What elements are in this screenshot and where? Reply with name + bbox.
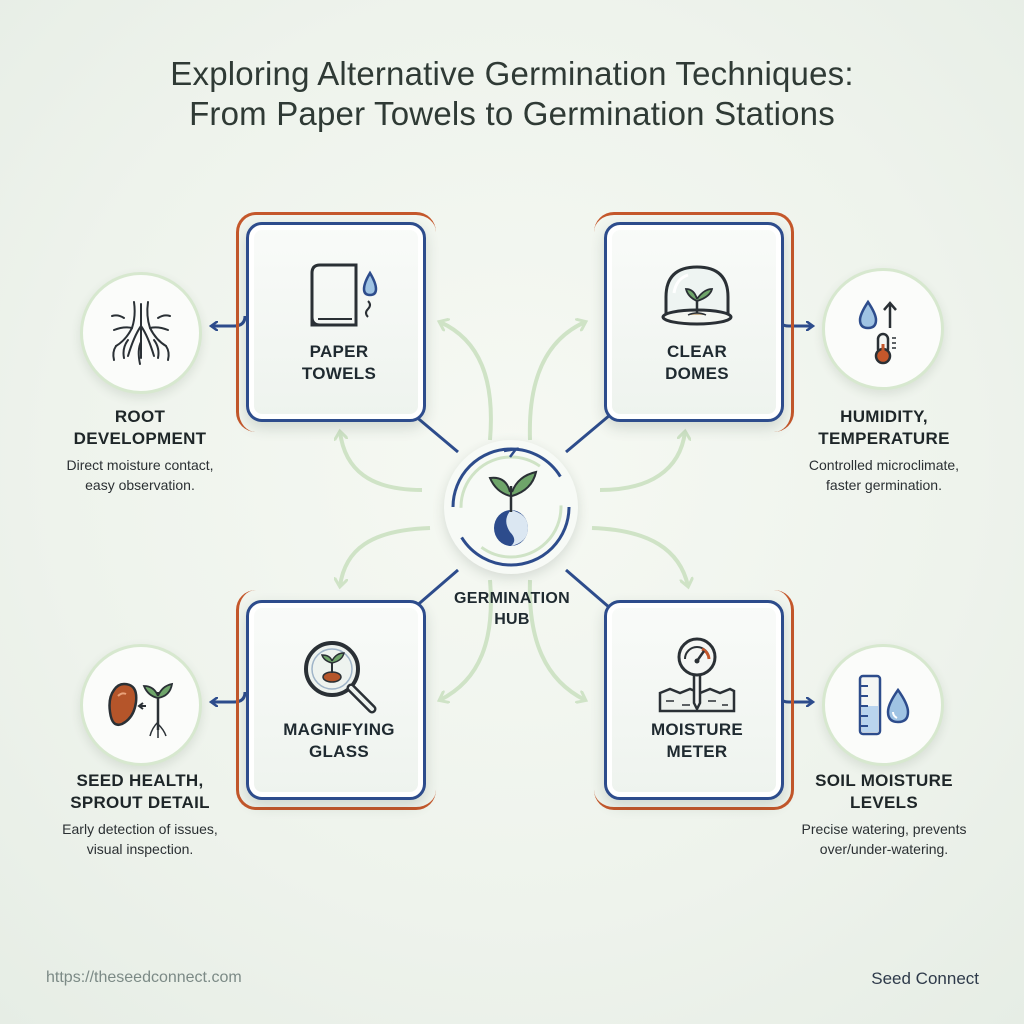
card-label-line: METER [666, 742, 728, 761]
flow-arrow [440, 322, 493, 441]
card-label-line: MOISTURE [650, 720, 744, 739]
outcome-circle-soil-moisture [822, 644, 944, 766]
outcome-circle-root-development [80, 272, 202, 394]
flow-arrow [527, 322, 585, 441]
outcome-desc-line: Controlled microclimate, [808, 457, 960, 473]
moisture-meter-icon [658, 637, 736, 713]
outcome-title-line: HUMIDITY, [840, 407, 928, 426]
outcome-title-root-development: ROOT DEVELOPMENT [40, 406, 240, 450]
card-body: PAPER TOWELS [246, 222, 426, 422]
outcome-title-line: SOIL MOISTURE [815, 771, 953, 790]
paper-towel-roll-icon [310, 263, 378, 327]
humidity-thermometer-icon [858, 299, 897, 365]
title-line-1: Exploring Alternative Germination Techni… [170, 55, 854, 92]
outcome-desc-root-development: Direct moisture contact, easy observatio… [30, 455, 250, 495]
flow-arrow [591, 526, 688, 586]
germination-hub [444, 440, 578, 574]
card-body: MOISTURE METER [604, 600, 784, 800]
outcome-title-line: SEED HEALTH, [76, 771, 204, 790]
outcome-title-humidity-temperature: HUMIDITY, TEMPERATURE [784, 406, 984, 450]
outcome-title-line: ROOT [114, 407, 166, 426]
roots-icon [111, 301, 171, 365]
card-label: MOISTURE METER [607, 719, 787, 763]
outcome-desc-humidity-temperature: Controlled microclimate, faster germinat… [774, 455, 994, 495]
flow-arrow [440, 579, 493, 700]
footer-url[interactable]: https://theseedconnect.com [46, 969, 242, 986]
card-accent [594, 212, 794, 432]
outcome-desc-line: Early detection of issues, [62, 821, 218, 837]
water-level-icon [858, 674, 910, 736]
outcome-title-line: LEVELS [850, 793, 918, 812]
outcome-desc-line: Precise watering, prevents [801, 821, 967, 837]
hub-label-line: HUB [494, 611, 530, 628]
card-label-line: PAPER [309, 342, 369, 361]
card-accent [594, 590, 794, 810]
outcome-desc-line: faster germination. [826, 477, 942, 493]
card-label-line: GLASS [308, 742, 370, 761]
seedling-icon [451, 447, 571, 567]
card-body: MAGNIFYING GLASS [246, 600, 426, 800]
outcome-circle-seed-health [80, 644, 202, 766]
outcome-circle-humidity-temperature [822, 268, 944, 390]
flow-arrow [527, 579, 585, 700]
card-body: CLEAR DOMES [604, 222, 784, 422]
outcome-title-line: DEVELOPMENT [73, 429, 207, 448]
card-label: CLEAR DOMES [607, 341, 787, 385]
card-moisture-meter: MOISTURE METER [594, 590, 794, 810]
outcome-title-line: TEMPERATURE [818, 429, 950, 448]
card-paper-towels: PAPER TOWELS [236, 212, 436, 432]
card-label: PAPER TOWELS [249, 341, 429, 385]
outcome-title-soil-moisture: SOIL MOISTURE LEVELS [784, 770, 984, 814]
flow-arrow [340, 432, 423, 492]
seed-sprout-icon [108, 682, 174, 738]
magnifying-glass-icon [304, 641, 377, 714]
outcome-desc-seed-health: Early detection of issues, visual inspec… [30, 819, 250, 859]
hub-label: GERMINATION HUB [430, 588, 594, 630]
outcome-desc-soil-moisture: Precise watering, prevents over/under-wa… [774, 819, 994, 859]
outcome-desc-line: easy observation. [85, 477, 195, 493]
card-label-line: CLEAR [666, 342, 728, 361]
flow-arrow [340, 526, 431, 586]
glass-dome-icon [661, 265, 733, 326]
outcome-desc-line: visual inspection. [86, 841, 194, 857]
hub-label-line: GERMINATION [454, 590, 570, 607]
outcome-title-seed-health: SEED HEALTH, SPROUT DETAIL [40, 770, 240, 814]
title-line-2: From Paper Towels to Germination Station… [189, 95, 835, 132]
card-label-line: TOWELS [301, 364, 377, 383]
card-accent [236, 590, 436, 810]
card-label-line: DOMES [665, 364, 729, 383]
card-clear-domes: CLEAR DOMES [594, 212, 794, 432]
outcome-arrow [212, 691, 247, 702]
outcome-desc-line: Direct moisture contact, [66, 457, 214, 473]
card-magnifying-glass: MAGNIFYING GLASS [236, 590, 436, 810]
outcome-desc-line: over/under-watering. [819, 841, 949, 857]
flow-arrow [599, 432, 685, 492]
footer-brand: Seed Connect [871, 969, 979, 988]
card-label: MAGNIFYING GLASS [249, 719, 429, 763]
card-label-line: MAGNIFYING [283, 720, 395, 739]
outcome-arrow [212, 315, 247, 326]
card-accent [236, 212, 436, 432]
outcome-title-line: SPROUT DETAIL [70, 793, 210, 812]
